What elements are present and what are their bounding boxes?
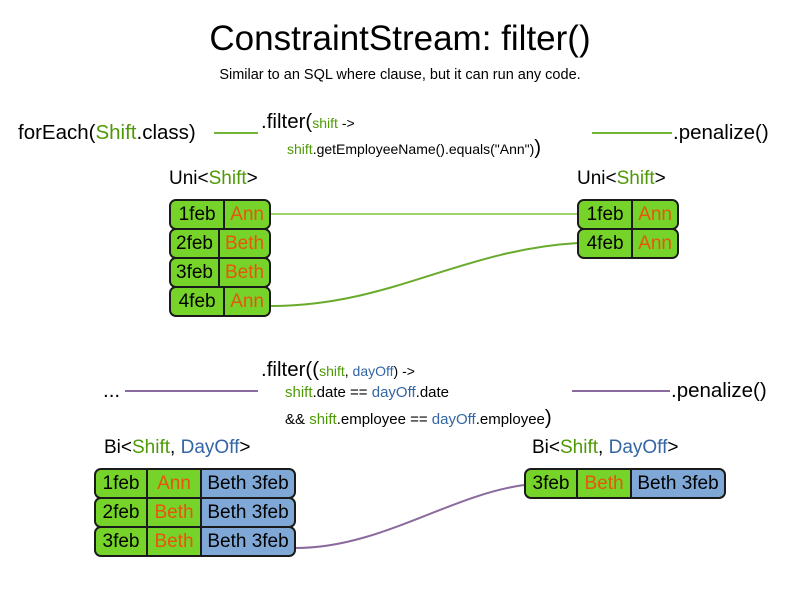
card-date: 2feb (96, 499, 148, 526)
bi-line2-tail: .date (415, 384, 450, 401)
bi-filter-close-paren: ) (544, 406, 552, 429)
card-employee: Beth (578, 470, 630, 497)
card-dayoff: Beth 3feb (200, 470, 294, 497)
uni-output-type-generic: Shift (616, 168, 655, 189)
bi-penalize-expression: .penalize() (671, 379, 767, 402)
foreach-suffix: .class) (136, 121, 196, 144)
card-employee: Ann (633, 230, 677, 257)
bi-input-card-2[interactable]: 3feb Beth Beth 3feb (94, 526, 296, 557)
uni-output-type-label: Uni<Shift> (577, 167, 666, 190)
bi-line3-head: && (285, 411, 310, 428)
bi-line3-shift: shift (309, 411, 337, 428)
bi-lambda-param-shift: shift (319, 363, 345, 379)
bi-source-ellipsis: ... (103, 379, 121, 402)
bi-line2-dayoff: dayOff (371, 384, 416, 401)
card-dayoff: Beth 3feb (200, 528, 294, 555)
bi-line3-mid: .employee == (336, 411, 432, 428)
bi-output-type-generic2: DayOff (608, 437, 668, 458)
bi-output-type-prefix: Bi< (532, 437, 560, 458)
filter-body-param: shift (287, 141, 313, 157)
wire-bi-3feb (295, 484, 525, 549)
bi-line2-shift: shift (285, 384, 313, 401)
bi-output-type-label: Bi<Shift, DayOff> (532, 436, 678, 459)
bi-lambda-arrow: ) -> (393, 363, 415, 379)
filter-lambda-param: shift (312, 115, 338, 131)
bi-output-card-stack: 3feb Beth Beth 3feb (524, 468, 726, 499)
uni-filter-line1: .filter(shift -> (261, 110, 355, 134)
uni-output-card-stack: 1feb Ann 4feb Ann (577, 199, 679, 259)
bi-filter-line3: && shift.employee == dayOff.employee) (285, 406, 552, 429)
uni-output-type-prefix: Uni< (577, 168, 617, 189)
bi-input-card-0[interactable]: 1feb Ann Beth 3feb (94, 468, 296, 499)
foreach-type: Shift (95, 121, 137, 144)
bi-input-card-1[interactable]: 2feb Beth Beth 3feb (94, 497, 296, 528)
bi-line3-dayoff: dayOff (431, 411, 476, 428)
uni-input-type-prefix: Uni< (169, 168, 209, 189)
uni-input-card-3[interactable]: 4feb Ann (169, 286, 271, 317)
bi-lambda-param-dayoff: dayOff (352, 363, 394, 379)
card-employee: Ann (225, 201, 269, 228)
card-employee: Ann (225, 288, 269, 315)
bi-filter-keyword: .filter(( (261, 358, 320, 381)
card-employee: Ann (148, 470, 200, 497)
uni-output-card-1[interactable]: 4feb Ann (577, 228, 679, 259)
bi-input-type-generic2: DayOff (180, 437, 240, 458)
uni-output-type-suffix: > (654, 168, 666, 189)
card-date: 1feb (96, 470, 148, 497)
uni-input-card-0[interactable]: 1feb Ann (169, 199, 271, 230)
bi-input-type-prefix: Bi< (104, 437, 132, 458)
uni-input-type-suffix: > (246, 168, 258, 189)
bi-filter-line1: .filter((shift, dayOff) -> (261, 358, 415, 382)
foreach-prefix: forEach( (18, 121, 96, 144)
card-employee: Beth (219, 230, 269, 257)
card-dayoff: Beth 3feb (630, 470, 724, 497)
filter-keyword: .filter( (261, 110, 313, 133)
bi-lambda-comma: , (344, 363, 353, 379)
card-dayoff: Beth 3feb (200, 499, 294, 526)
page-title: ConstraintStream: filter() (209, 19, 591, 58)
bi-filter-line2: shift.date == dayOff.date (285, 383, 449, 402)
wire-uni-4feb (270, 242, 579, 307)
uni-input-type-label: Uni<Shift> (169, 167, 258, 190)
uni-input-card-2[interactable]: 3feb Beth (169, 257, 271, 288)
card-employee: Ann (633, 201, 677, 228)
bi-input-type-comma: , (170, 437, 181, 458)
uni-filter-line2: shift.getEmployeeName().equals("Ann")) (287, 136, 542, 159)
bi-output-type-comma: , (598, 437, 609, 458)
bi-input-type-suffix: > (239, 437, 251, 458)
bi-input-type-label: Bi<Shift, DayOff> (104, 436, 250, 459)
bi-output-type-generic1: Shift (560, 437, 599, 458)
foreach-expression: forEach(Shift.class) (18, 121, 196, 145)
uni-penalize-expression: .penalize() (673, 121, 769, 144)
bi-input-card-stack: 1feb Ann Beth 3feb 2feb Beth Beth 3feb 3… (94, 468, 296, 557)
filter-close-paren: ) (534, 136, 542, 159)
uni-input-card-stack: 1feb Ann 2feb Beth 3feb Beth 4feb Ann (169, 199, 271, 317)
card-employee: Beth (148, 528, 200, 555)
card-employee: Beth (148, 499, 200, 526)
uni-input-type-generic: Shift (208, 168, 247, 189)
card-employee: Beth (219, 259, 269, 286)
card-date: 3feb (171, 259, 220, 286)
filter-lambda-arrow: -> (337, 115, 355, 131)
bi-line2-mid: .date == (312, 384, 372, 401)
uni-input-card-1[interactable]: 2feb Beth (169, 228, 271, 259)
filter-body-expr: .getEmployeeName().equals("Ann") (312, 141, 535, 157)
uni-output-card-0[interactable]: 1feb Ann (577, 199, 679, 230)
bi-output-card-0[interactable]: 3feb Beth Beth 3feb (524, 468, 726, 499)
card-date: 3feb (96, 528, 148, 555)
card-date: 3feb (526, 470, 578, 497)
page-subtitle: Similar to an SQL where clause, but it c… (219, 67, 581, 83)
card-date: 4feb (171, 288, 226, 315)
bi-line3-tail: .employee (475, 411, 545, 428)
card-date: 4feb (579, 230, 634, 257)
card-date: 2feb (171, 230, 220, 257)
card-date: 1feb (579, 201, 634, 228)
card-date: 1feb (171, 201, 226, 228)
bi-output-type-suffix: > (667, 437, 679, 458)
bi-input-type-generic1: Shift (132, 437, 171, 458)
